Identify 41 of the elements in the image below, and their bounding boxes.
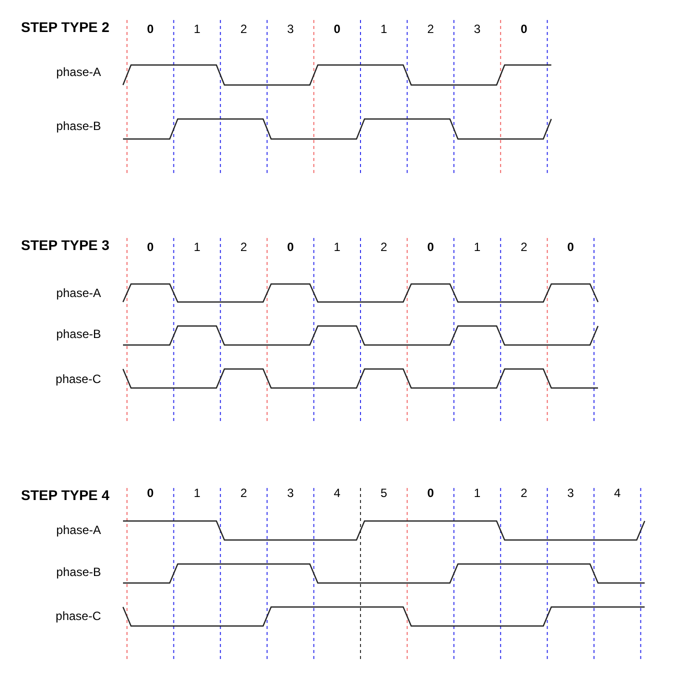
phase-label: phase-B xyxy=(56,120,101,132)
step-number: 3 xyxy=(287,23,294,35)
step-number: 4 xyxy=(334,487,340,499)
step-number: 2 xyxy=(240,487,248,499)
step-number: 0 xyxy=(567,241,574,253)
step-number: 1 xyxy=(380,23,388,35)
phase-label: phase-A xyxy=(56,287,101,299)
step-number: 2 xyxy=(380,241,388,253)
phase-label: phase-A xyxy=(56,66,101,78)
step-number: 0 xyxy=(427,487,434,499)
phase-label: phase-B xyxy=(56,328,101,340)
step-number: 3 xyxy=(474,23,481,35)
section-heading: STEP TYPE 3 xyxy=(21,238,110,252)
step-number: 0 xyxy=(147,23,154,35)
step-number: 2 xyxy=(427,23,434,35)
step-number: 3 xyxy=(287,487,294,499)
step-number: 0 xyxy=(147,241,154,253)
step-number: 1 xyxy=(194,487,200,499)
step-number: 2 xyxy=(520,487,528,499)
step-number: 2 xyxy=(520,241,528,253)
phase-label: phase-B xyxy=(56,566,101,578)
step-number: 5 xyxy=(380,487,388,499)
step-number: 1 xyxy=(194,23,200,35)
step-number: 0 xyxy=(334,23,340,35)
step-number: 2 xyxy=(240,241,248,253)
phase-label: phase-C xyxy=(56,373,101,385)
step-number: 1 xyxy=(194,241,200,253)
phase-label: phase-A xyxy=(56,524,101,536)
phase-label: phase-C xyxy=(56,610,101,622)
step-number: 0 xyxy=(520,23,528,35)
step-number: 2 xyxy=(240,23,248,35)
step-number: 3 xyxy=(567,487,574,499)
step-number: 1 xyxy=(474,487,481,499)
step-number: 0 xyxy=(427,241,434,253)
section-heading: STEP TYPE 4 xyxy=(21,488,110,502)
section-heading: STEP TYPE 2 xyxy=(21,20,110,34)
step-number: 0 xyxy=(287,241,294,253)
step-number: 4 xyxy=(614,487,621,499)
step-number: 0 xyxy=(147,487,154,499)
step-number: 1 xyxy=(474,241,481,253)
step-number: 1 xyxy=(334,241,340,253)
